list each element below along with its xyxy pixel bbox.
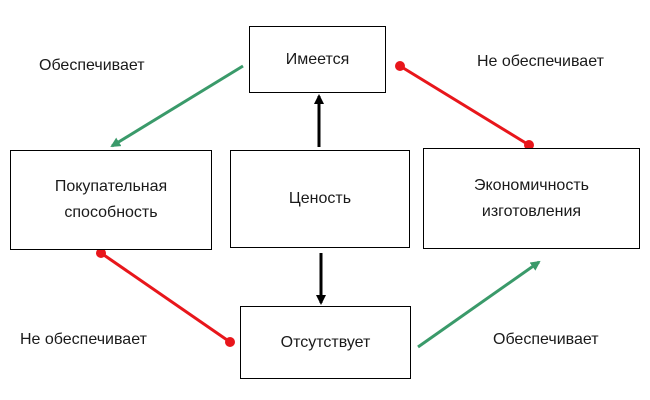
dot-absent-end: [225, 337, 235, 347]
edge-label-top-left: Обеспечивает: [39, 57, 145, 74]
node-absent: Отсутствует: [240, 306, 411, 379]
node-purchasing-power: Покупательная способность: [10, 150, 212, 250]
node-purchasing-line2: способность: [64, 204, 158, 221]
dot-economy-end: [524, 140, 534, 150]
node-economy-line1: Экономичность: [474, 176, 589, 194]
arrow-absent-to-economy: [417, 260, 541, 349]
node-has-label: Имеется: [285, 50, 350, 68]
node-purchasing-line1: Покупательная: [54, 178, 168, 195]
link-has-to-economy: [399, 64, 530, 147]
dot-purchasing-end: [96, 248, 106, 258]
link-purchasing-to-absent: [100, 251, 231, 344]
node-value: Ценость: [230, 150, 410, 248]
edge-label-top-right: Не обеспечивает: [477, 53, 604, 70]
edge-label-bottom-right: Обеспечивает: [493, 331, 599, 348]
dot-has-end: [395, 61, 405, 71]
node-absent-label: Отсутствует: [280, 333, 371, 351]
node-value-label: Ценость: [288, 190, 352, 207]
edge-label-bottom-left: Не обеспечивает: [20, 331, 147, 348]
node-economy-line2: изготовления: [481, 202, 582, 220]
arrow-has-to-purchasing: [110, 64, 244, 148]
node-economy: Экономичность изготовления: [423, 148, 640, 249]
node-has: Имеется: [249, 26, 386, 93]
